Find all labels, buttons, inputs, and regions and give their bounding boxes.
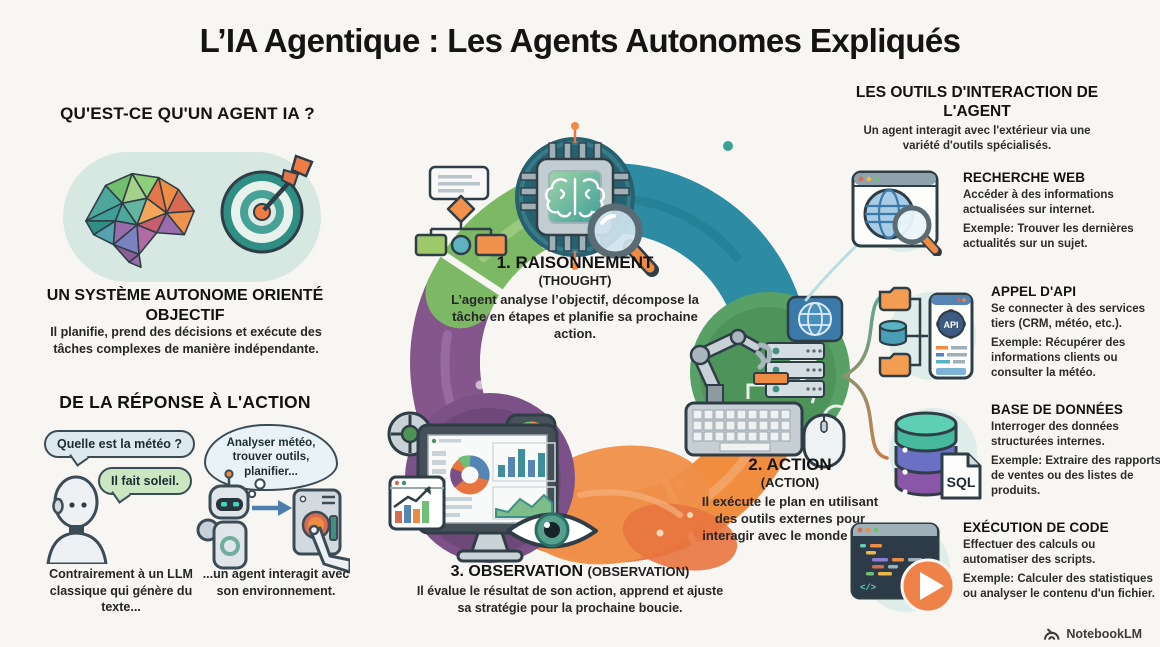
step-1-title: 1. RAISONNEMENT	[496, 253, 654, 272]
speech-bubble-answer: Il fait soleil.	[98, 467, 193, 504]
caption-llm: Contrairement à un LLM classique qui gén…	[49, 567, 193, 614]
step-3-subtitle: (OBSERVATION)	[587, 564, 690, 579]
web-search-icon	[851, 170, 942, 256]
connector-line	[804, 244, 858, 302]
eye-icon	[506, 512, 598, 549]
step-3-desc: Il évalue le résultat de son action, app…	[416, 584, 724, 615]
tools-subheading: Un agent interagit avec l'extérieur via …	[863, 125, 1091, 152]
agent-robot-icon	[196, 469, 350, 574]
thought-cloud: Analyser météo, trouver outils, planifie…	[204, 424, 338, 492]
tool-code-example: Exemple: Calculer des statistiques ou an…	[963, 572, 1160, 601]
tool-item-code: EXÉCUTION DE CODE Effectuer des calculs …	[963, 520, 1160, 602]
example-label: Exemple:	[991, 337, 1043, 350]
browser-chart-panel-icon	[388, 475, 446, 531]
caption-agent: ...un agent interagit avec son environne…	[202, 567, 350, 598]
action-node-icon	[684, 292, 850, 469]
cycle-step-1: 1. RAISONNEMENT (THOUGHT) L’agent analys…	[450, 253, 700, 342]
example-label: Exemple:	[991, 455, 1043, 468]
thought-cloud-text: Analyser météo, trouver outils, planifie…	[226, 437, 316, 478]
speech-bubble-question: Quelle est la météo ?	[44, 430, 196, 467]
brand-name: NotebookLM	[1066, 626, 1142, 641]
api-gear-label: API	[943, 320, 958, 330]
example-label: Exemple:	[963, 223, 1015, 236]
sql-doc-label: SQL	[947, 474, 976, 490]
cycle-step-3: 3. OBSERVATION (OBSERVATION) Il évalue l…	[415, 563, 725, 616]
database-icon: SQL	[889, 408, 982, 500]
brace-connector	[843, 292, 889, 460]
flowchart-icon	[414, 165, 508, 257]
magnifier-icon	[587, 203, 659, 277]
step-1-subtitle: (THOUGHT)	[538, 273, 612, 288]
example-text: Récupérer des informations clients ou co…	[991, 337, 1126, 379]
tool-web-example: Exemple: Trouver les dernières actualité…	[963, 222, 1159, 251]
step-2-subtitle: (ACTION)	[760, 475, 820, 490]
polygonal-brain-icon	[85, 172, 195, 269]
api-call-icon: API	[878, 286, 976, 380]
example-label: Exemple:	[963, 573, 1015, 586]
tool-db-desc: Interroger des données structurées inter…	[991, 421, 1119, 448]
tool-api-title: APPEL D'API	[991, 284, 1077, 299]
code-execution-icon: </>	[850, 522, 956, 614]
step-2-title: 2. ACTION	[748, 455, 832, 474]
page-title: L’IA Agentique : Les Agents Autonomes Ex…	[199, 22, 961, 59]
step-3-title: 3. OBSERVATION	[450, 563, 584, 580]
tool-item-db: BASE DE DONNÉES Interroger des données s…	[991, 402, 1160, 499]
speech-bubble-question-text: Quelle est la météo ?	[57, 437, 183, 451]
tool-api-example: Exemple: Récupérer des informations clie…	[991, 336, 1160, 380]
tool-db-example: Exemple: Extraire des rapports de ventes…	[991, 454, 1160, 498]
step-2-desc: Il exécute le plan en utilisant des outi…	[701, 494, 879, 544]
example-text: Trouver les dernières actualités sur un …	[963, 223, 1134, 251]
observation-node-icon	[387, 393, 738, 571]
tool-code-title: EXÉCUTION DE CODE	[963, 520, 1109, 535]
monitor-dashboard-icon	[416, 423, 559, 563]
target-arrow-icon	[220, 154, 314, 254]
tool-item-web: RECHERCHE WEB Accéder à des informations…	[963, 170, 1159, 252]
tool-item-api: APPEL D'API Se connecter à des services …	[991, 284, 1160, 381]
tool-code-desc: Effectuer des calculs ou automatiser des…	[963, 539, 1096, 566]
keyboard-icon	[684, 401, 804, 457]
notebooklm-logo-icon	[1044, 628, 1060, 640]
cycle-step-2: 2. ACTION (ACTION) Il exécute le plan en…	[690, 455, 890, 544]
example-text: Calculer des statistiques ou analyser le…	[963, 573, 1155, 601]
example-text: Extraire des rapports de ventes ou des l…	[991, 455, 1160, 497]
tool-web-desc: Accéder à des informations actualisées s…	[963, 189, 1114, 216]
code-glyph-label: </>	[860, 583, 876, 593]
system-description: Il planifie, prend des décisions et exéc…	[50, 325, 322, 356]
llm-robot-icon	[46, 475, 108, 564]
tool-web-title: RECHERCHE WEB	[963, 170, 1086, 185]
mouse-icon	[802, 404, 846, 469]
tool-db-title: BASE DE DONNÉES	[991, 402, 1124, 417]
reasoning-chip-icon	[515, 122, 659, 277]
what-is-agent-heading: QU'EST-CE QU'UN AGENT IA ?	[60, 104, 315, 123]
system-title: UN SYSTÈME AUTONOME ORIENTÉ OBJECTIF	[46, 287, 324, 324]
step-1-desc: L’agent analyse l’objectif, décompose la…	[451, 292, 699, 342]
agent-loop-cycle-diagram	[387, 122, 850, 571]
robot-arm-icon	[689, 328, 789, 418]
tool-api-desc: Se connecter à des services tiers (CRM, …	[991, 303, 1146, 330]
brand-footer: NotebookLM	[1043, 626, 1142, 641]
response-to-action-heading: DE LA RÉPONSE À L'ACTION	[59, 392, 311, 412]
tools-heading: LES OUTILS D'INTERACTION DE L'AGENT	[855, 84, 1099, 120]
speech-bubble-answer-text: Il fait soleil.	[111, 474, 180, 488]
